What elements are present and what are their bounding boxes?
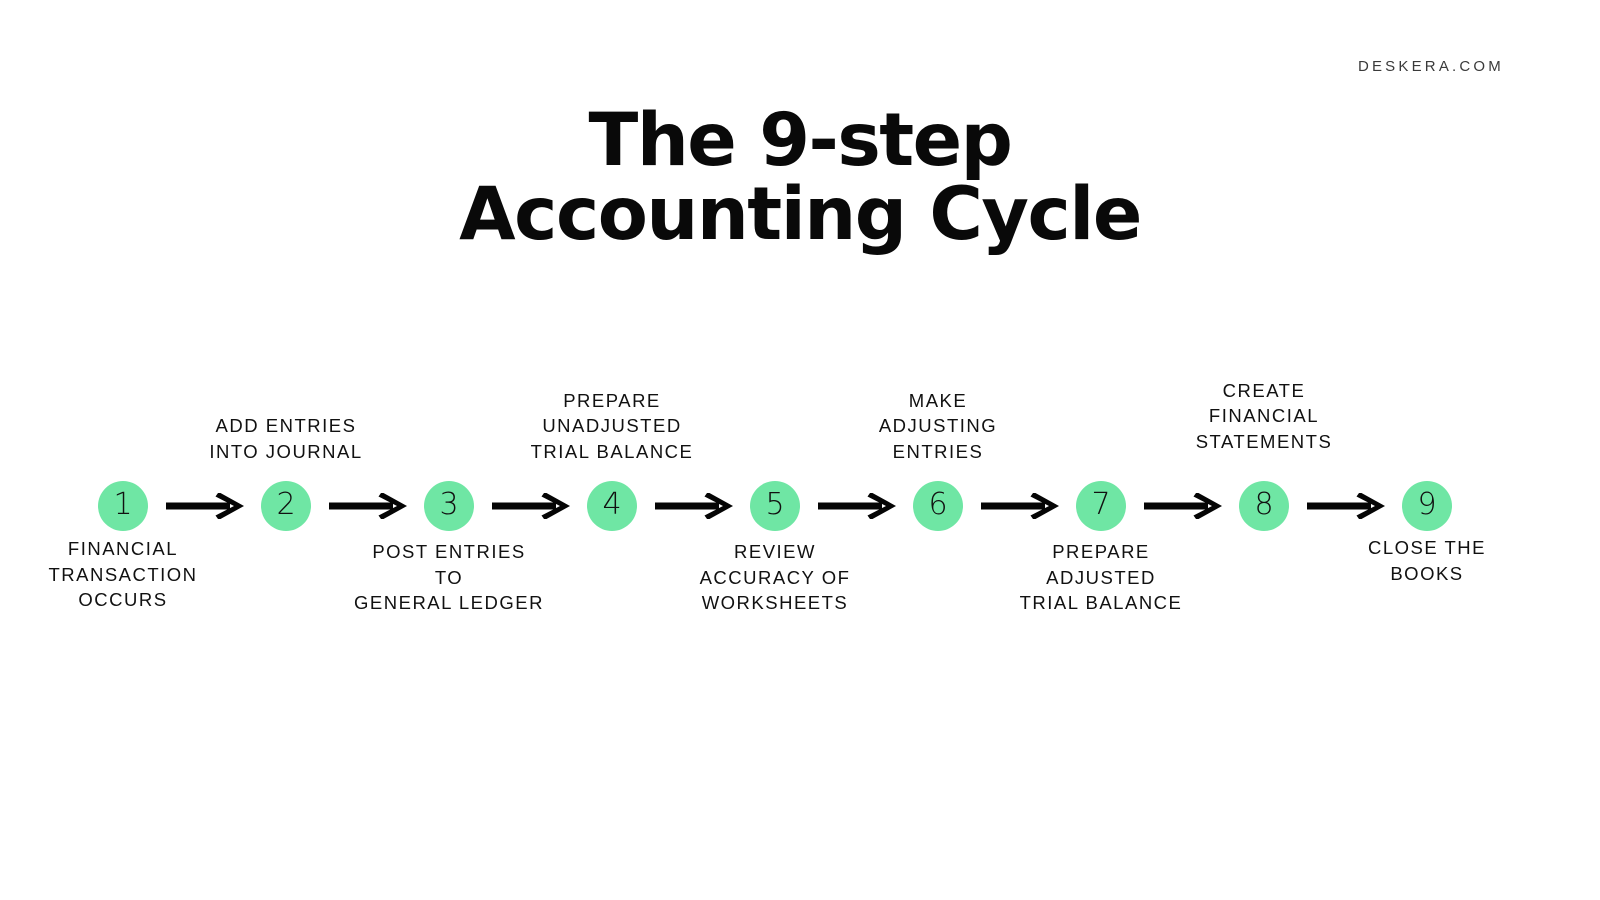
- step-number-5: 5: [765, 487, 785, 522]
- step-node-1: 1: [98, 481, 148, 531]
- flow-arrow-icon-4-to-5: [655, 493, 733, 519]
- step-node-2: 2: [261, 481, 311, 531]
- step-label-3: POST ENTRIES TO GENERAL LEDGER: [354, 541, 544, 613]
- step-number-4: 4: [602, 487, 622, 522]
- flow-arrow-icon-1-to-2: [166, 493, 244, 519]
- title-line-1: The 9-step: [588, 98, 1013, 183]
- step-label-9: CLOSE THE BOOKS: [1367, 537, 1487, 584]
- step-number-8: 8: [1254, 487, 1274, 522]
- step-node-8: 8: [1239, 481, 1289, 531]
- step-label-6: MAKE ADJUSTING ENTRIES: [878, 389, 998, 462]
- flow-arrow-icon-7-to-8: [1144, 493, 1222, 519]
- step-number-1: 1: [113, 487, 133, 522]
- step-node-3: 3: [424, 481, 474, 531]
- step-node-6: 6: [913, 481, 963, 531]
- step-label-1: FINANCIAL TRANSACTION OCCURS: [48, 538, 198, 610]
- step-node-5: 5: [750, 481, 800, 531]
- brand-watermark: DESKERA.COM: [1357, 58, 1504, 75]
- flow-arrow-icon-2-to-3: [329, 493, 407, 519]
- step-number-3: 3: [439, 487, 459, 522]
- step-number-2: 2: [276, 487, 296, 522]
- step-number-6: 6: [928, 487, 948, 522]
- step-label-4: PREPARE UNADJUSTED TRIAL BALANCE: [530, 389, 694, 462]
- step-node-7: 7: [1076, 481, 1126, 531]
- step-label-2: ADD ENTRIES INTO JOURNAL: [209, 415, 363, 462]
- flow-arrow-icon-5-to-6: [818, 493, 896, 519]
- step-node-9: 9: [1402, 481, 1452, 531]
- step-label-8: CREATE FINANCIAL STATEMENTS: [1195, 379, 1333, 452]
- page-title: The 9-step Accounting Cycle: [0, 98, 1600, 258]
- flow-arrow-icon-8-to-9: [1307, 493, 1385, 519]
- step-number-7: 7: [1091, 487, 1111, 522]
- title-line-2: Accounting Cycle: [459, 172, 1142, 258]
- flow-arrow-icon-6-to-7: [981, 493, 1059, 519]
- step-label-7: PREPARE ADJUSTED TRIAL BALANCE: [1019, 541, 1183, 613]
- step-number-9: 9: [1417, 487, 1437, 522]
- flow-arrow-icon-3-to-4: [492, 493, 570, 519]
- step-label-5: REVIEW ACCURACY OF WORKSHEETS: [699, 541, 851, 613]
- step-node-4: 4: [587, 481, 637, 531]
